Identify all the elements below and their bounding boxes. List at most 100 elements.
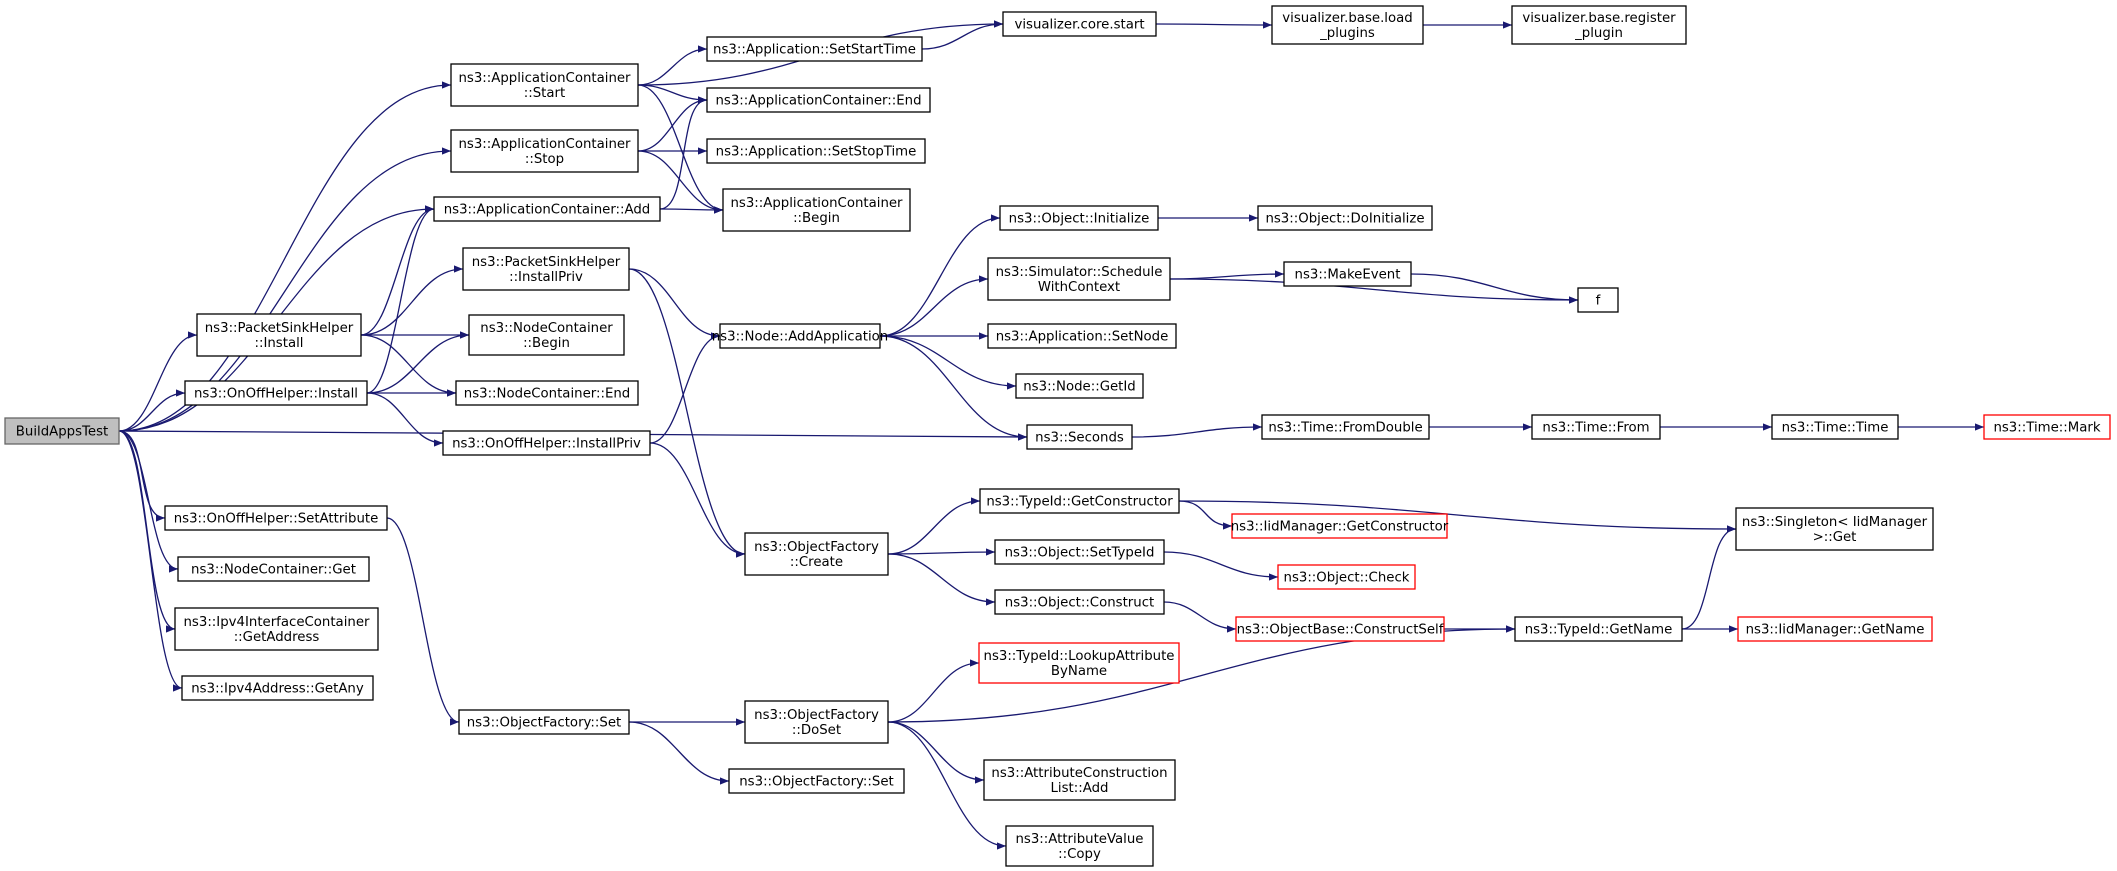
node-label: BuildAppsTest [16,425,108,440]
node-ns3-object-settypeid[interactable]: ns3::Object::SetTypeId [994,539,1165,565]
node-ns3-seconds[interactable]: ns3::Seconds [1026,424,1133,450]
node-f[interactable]: f [1577,287,1619,313]
node-label: ns3::IidManager::GetConstructor [1231,520,1449,535]
node-layer: BuildAppsTest ns3::ApplicationContainer::… [4,5,2111,867]
node-ns3-ipv4address-getany[interactable]: ns3::Ipv4Address::GetAny [181,675,374,701]
edge-n5-to-n3 [366,205,435,394]
node-ns3-time-mark[interactable]: ns3::Time::Mark [1983,414,2111,440]
node-ns3-iidmanager-getname[interactable]: ns3::IidManager::GetName [1737,616,1933,642]
node-box [433,196,661,222]
node-label: ns3::Application::SetStartTime [713,43,916,58]
node-ns3-application-setstoptime[interactable]: ns3::Application::SetStopTime [706,138,926,164]
node-ns3-iidmanager-getconstructor[interactable]: ns3::IidManager::GetConstructor [1231,513,1449,539]
node-ns3-time-fromdouble[interactable]: ns3::Time::FromDouble [1261,414,1430,440]
edge-n0-to-n7 [118,430,179,573]
edge-n1-to-n15 [637,45,708,86]
node-label: ns3::NodeContainer::Get [191,563,356,578]
node-label: ::DoSet [792,723,841,738]
node-label: ns3::Time::From [1542,421,1649,436]
node-label: ::Create [790,555,843,570]
node-ns3-attributevalue-copy[interactable]: ns3::AttributeValue::Copy [1005,825,1154,867]
node-buildappstest[interactable]: BuildAppsTest [4,417,120,445]
node-label: ns3::Object::Construct [1005,596,1154,611]
node-ns3-packetsinkhelper-install[interactable]: ns3::PacketSinkHelper::Install [196,313,362,357]
node-box [442,430,651,456]
node-ns3-objectfactory-set[interactable]: ns3::ObjectFactory::Set [458,709,630,735]
node-box [1015,373,1144,399]
node-visualizer-base-register-plugin[interactable]: visualizer.base.register_plugin [1511,5,1687,45]
node-box [174,607,379,651]
node-ns3-typeid-getname[interactable]: ns3::TypeId::GetName [1514,616,1683,642]
node-ns3-applicationcontainer-add[interactable]: ns3::ApplicationContainer::Add [433,196,661,222]
node-visualizer-core-start[interactable]: visualizer.core.start [1002,11,1157,37]
edge-n13-to-n19 [649,332,721,444]
node-ns3-singleton-iidmanager-get[interactable]: ns3::Singleton< IidManager>::Get [1735,507,1934,551]
node-box [706,138,926,164]
node-label: _plugins [1319,26,1375,41]
node-label: ns3::NodeContainer::End [464,387,630,402]
node-visualizer-base-load-plugins[interactable]: visualizer.base.load_plugins [1271,5,1424,45]
node-ns3-time-from[interactable]: ns3::Time::From [1531,414,1661,440]
node-ns3-packetsinkhelper-installpriv[interactable]: ns3::PacketSinkHelper::InstallPriv [462,247,630,291]
node-ns3-objectfactory-set[interactable]: ns3::ObjectFactory::Set [728,768,905,794]
node-ns3-typeid-getconstructor[interactable]: ns3::TypeId::GetConstructor [979,488,1180,514]
node-label: ns3::MakeEvent [1295,268,1401,283]
edge-n4-to-n12 [360,334,457,397]
node-ns3-object-doinitialize[interactable]: ns3::Object::DoInitialize [1257,205,1433,231]
node-ns3-nodecontainer-end[interactable]: ns3::NodeContainer::End [455,380,639,406]
node-label: ns3::ApplicationContainer [730,196,903,211]
node-label: ns3::Object::Check [1284,571,1410,586]
node-ns3-objectfactory-create[interactable]: ns3::ObjectFactory::Create [744,532,889,576]
node-label: ns3::ApplicationContainer [458,137,631,152]
node-ns3-objectfactory-doset[interactable]: ns3::ObjectFactory::DoSet [744,700,889,744]
node-ns3-applicationcontainer-stop[interactable]: ns3::ApplicationContainer::Stop [450,129,639,173]
node-ns3-onoffhelper-installpriv[interactable]: ns3::OnOffHelper::InstallPriv [442,430,651,456]
node-ns3-application-setstarttime[interactable]: ns3::Application::SetStartTime [706,36,923,62]
node-box [1735,507,1934,551]
edge-n19-to-n27 [879,335,1017,390]
node-ns3-ipv4interfacecontainer-getaddress[interactable]: ns3::Ipv4InterfaceContainer::GetAddress [174,607,379,651]
node-label: ns3::TypeId::LookupAttribute [984,649,1175,664]
node-label: ns3::AttributeConstruction [991,766,1167,781]
node-ns3-object-initialize[interactable]: ns3::Object::Initialize [999,205,1159,231]
node-ns3-object-check[interactable]: ns3::Object::Check [1277,564,1416,590]
node-box [468,314,625,356]
node-ns3-application-setnode[interactable]: ns3::Application::SetNode [987,323,1177,349]
edge-n5-to-n13 [366,392,444,447]
node-ns3-applicationcontainer-begin[interactable]: ns3::ApplicationContainer::Begin [722,188,911,232]
node-box [1577,287,1619,313]
node-label: ns3::Time::Mark [1993,421,2100,436]
edge-n0-to-n6 [118,430,166,522]
node-ns3-objectbase-constructself[interactable]: ns3::ObjectBase::ConstructSelf [1235,616,1445,642]
edge-n4-to-n10 [360,265,464,336]
node-ns3-applicationcontainer-start[interactable]: ns3::ApplicationContainer::Start [450,63,639,107]
node-label: ns3::OnOffHelper::SetAttribute [174,512,379,527]
edge-n10-to-n19 [628,268,721,340]
node-ns3-object-construct[interactable]: ns3::Object::Construct [994,589,1165,615]
node-ns3-node-addapplication[interactable]: ns3::Node::AddApplication [712,323,888,349]
node-ns3-onoffhelper-install[interactable]: ns3::OnOffHelper::Install [184,380,368,406]
edge-n46-to-n45 [1681,525,1737,630]
node-label: WithContext [1038,280,1120,295]
edge-n14-to-n22 [628,721,730,785]
node-ns3-onoffhelper-setattribute[interactable]: ns3::OnOffHelper::SetAttribute [164,505,388,531]
node-label: ns3::ApplicationContainer [458,71,631,86]
node-box [722,188,911,232]
node-ns3-nodecontainer-begin[interactable]: ns3::NodeContainer::Begin [468,314,625,356]
node-label: ns3::PacketSinkHelper [205,321,354,336]
node-label: ns3::ObjectBase::ConstructSelf [1237,623,1444,638]
node-ns3-node-getid[interactable]: ns3::Node::GetId [1015,373,1144,399]
node-ns3-nodecontainer-get[interactable]: ns3::NodeContainer::Get [177,556,370,582]
node-ns3-time-time[interactable]: ns3::Time::Time [1771,414,1899,440]
node-ns3-makeevent[interactable]: ns3::MakeEvent [1283,261,1412,287]
node-box [1511,5,1687,45]
node-label: ns3::ObjectFactory::Set [739,775,893,790]
node-ns3-applicationcontainer-end[interactable]: ns3::ApplicationContainer::End [706,87,931,113]
node-label: _plugin [1574,26,1623,41]
node-box [1271,5,1424,45]
node-label: ns3::Application::SetNode [996,330,1169,345]
